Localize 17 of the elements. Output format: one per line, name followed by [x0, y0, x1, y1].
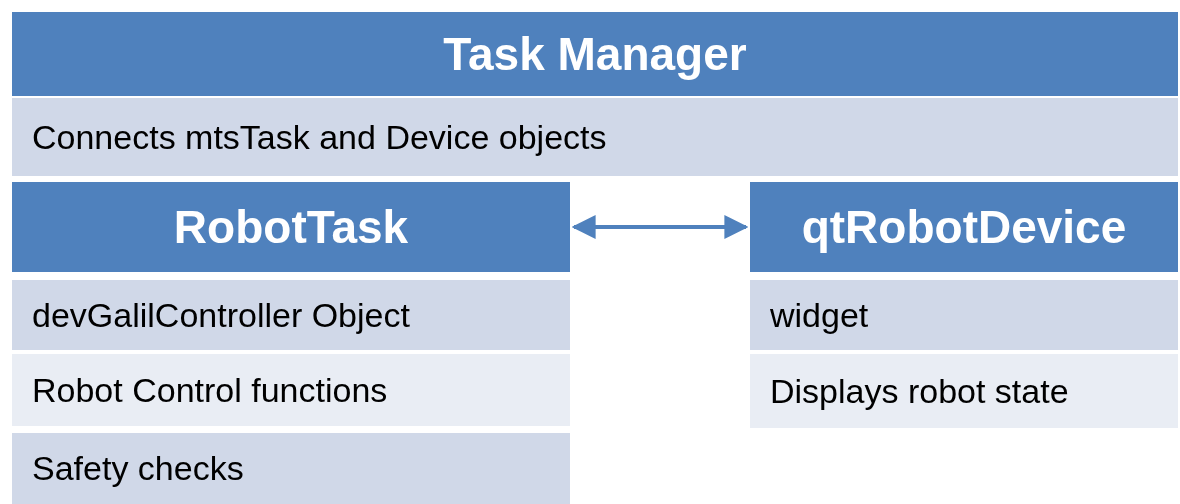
double-arrow: [571, 215, 749, 239]
row-text: Displays robot state: [770, 371, 1069, 411]
row-text: devGalilController Object: [32, 295, 410, 335]
header-box: [750, 182, 1178, 272]
row-box: [12, 98, 1178, 176]
row-text: Robot Control functions: [32, 370, 388, 410]
row-text: widget: [770, 295, 869, 335]
header-text: RobotTask: [173, 200, 409, 254]
header-box: [12, 182, 570, 272]
header-text: Task Manager: [443, 27, 747, 81]
header-box: [12, 12, 1178, 96]
header-text: qtRobotDevice: [801, 200, 1127, 254]
row-box: [12, 280, 570, 350]
row-box: [750, 280, 1178, 350]
row-box: [12, 433, 570, 504]
row-text: Safety checks: [32, 449, 244, 488]
row-text: Connects mtsTask and Device objects: [32, 117, 607, 157]
